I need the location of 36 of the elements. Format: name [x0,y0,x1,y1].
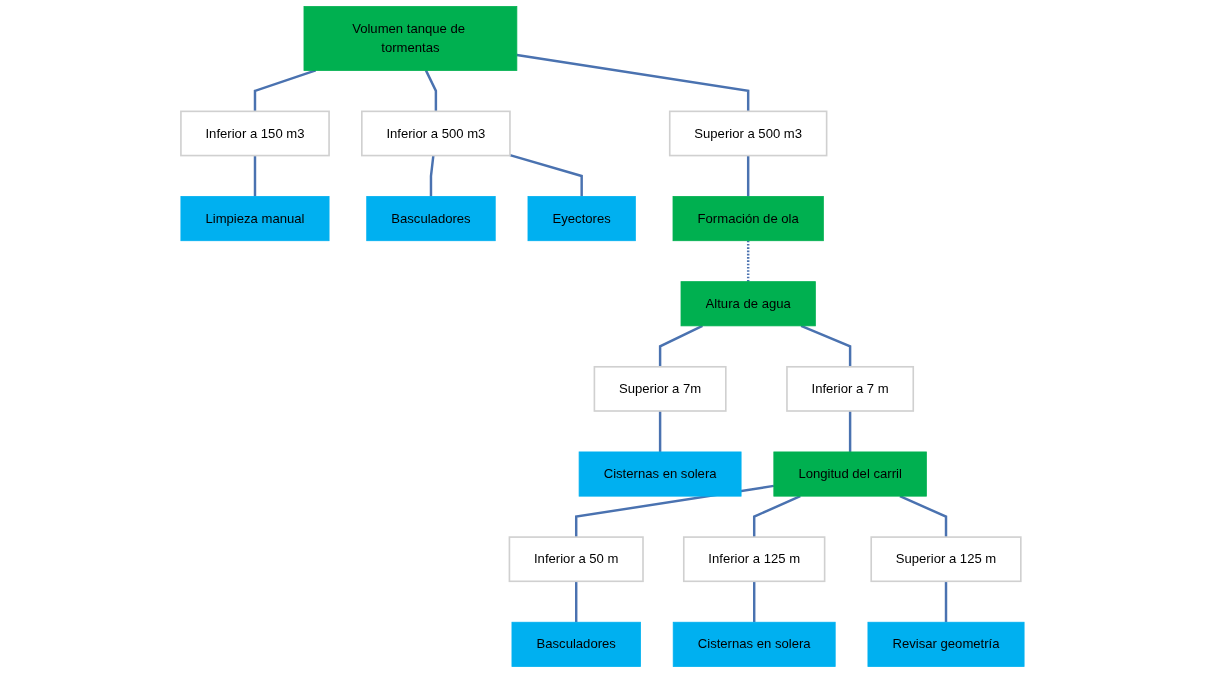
connector [516,53,750,112]
connector [944,581,948,623]
connector [658,411,662,452]
connector [575,581,578,623]
connector [509,153,583,197]
connector [848,411,852,452]
connector [429,155,435,197]
node-box: Limpieza manual [180,196,330,242]
node-box: Longitud del carril [773,451,927,497]
connector [253,155,257,197]
node-box: Basculadores [511,621,641,667]
node-box: Revisar geometría [867,621,1025,667]
node-box: Volumen tanque de tormentas [303,6,518,71]
connector [752,495,801,538]
node-box: Superior a 7m [593,365,727,412]
connector [424,69,438,112]
node-box: Superior a 500 m3 [668,110,828,157]
node-box: Superior a 125 m [870,536,1022,583]
connector [746,240,750,282]
node-box: Altura de agua [680,281,816,327]
connector [752,581,756,623]
node-box: Basculadores [366,196,496,242]
connector [899,495,948,538]
connector [800,324,852,367]
connector [658,324,703,367]
node-box: Cisternas en solera [578,451,742,497]
node-box: Inferior a 150 m3 [180,110,330,157]
connector [253,69,317,112]
node-box: Inferior a 500 m3 [361,110,511,157]
node-box: Inferior a 7 m [786,365,915,412]
node-box: Formación de ola [672,196,824,242]
connector [746,155,750,197]
node-box: Inferior a 125 m [682,536,826,583]
node-box: Inferior a 50 m [508,536,644,583]
node-box: Eyectores [527,196,636,242]
node-box: Cisternas en solera [672,621,836,667]
